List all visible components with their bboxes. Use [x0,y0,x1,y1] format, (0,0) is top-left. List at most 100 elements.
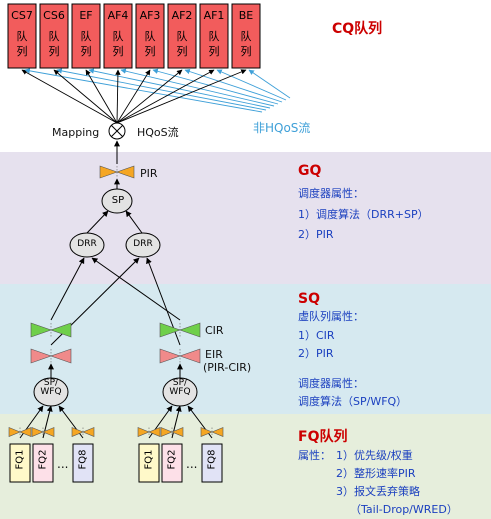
sq-sched-1: 调度算法（SP/WFQ） [298,395,408,408]
sq2-cir-shaper [179,322,201,338]
hqos-flow-label: HQoS流 [137,126,179,139]
mapping-x [111,125,123,137]
cq-queue-label-cs6: CS6 [43,9,65,22]
non-hqos-to-cq-line [56,68,267,111]
mapping-to-cq-line [116,69,215,124]
eir-label: EIR [205,348,223,361]
cq-queue-sub-af2: 队 列 [176,30,188,58]
mapping-to-cq-line [116,69,183,124]
mapping-to-cq-line [85,69,118,124]
drr-node-1 [69,232,105,258]
fq-box-fq2 [32,443,54,483]
fq-shaper [71,427,84,437]
drr-node-1-label: DRR [77,239,97,249]
gq-pir-shaper [99,165,118,179]
sq1-cir-shaper [30,322,52,338]
non-hqos-flow-label: 非HQoS流 [253,121,311,135]
sq2-cir-shaper [159,322,181,338]
cq-queue-label-ef: EF [79,9,93,22]
fq-shaper [200,427,213,437]
sq-vq-1: 1）CIR [298,329,335,342]
non-hqos-to-cq-line [184,68,283,103]
fq-shaper [137,427,150,437]
drr1-to-sp-arrow [86,210,109,234]
fq-label-fq8-1: FQ8 [77,449,89,470]
sq-title: SQ [298,291,320,307]
sq-band [0,284,491,414]
cq-queue-box-af1 [199,3,229,69]
mapping-to-cq-line [116,69,247,124]
drr-node-2 [125,232,161,258]
sq1-to-drr1-arrow [50,257,85,321]
mapping-to-cq-line [115,69,121,124]
cq-queue-label-be: BE [238,9,254,22]
fq-shaper [8,427,21,437]
cq-queue-box-af4 [103,3,133,69]
mapping-to-cq-line [116,69,151,124]
fq-shaper [148,427,161,437]
cq-queue-label-af4: AF4 [107,9,129,22]
sq-node-2-label: SP/ WFQ [169,378,191,398]
eir-sub-label: (PIR-CIR) [203,361,252,374]
sq1-eir-shaper [30,348,52,364]
fq-box-fq1 [138,443,160,483]
cq-queue-sub-af3: 队 列 [144,30,156,58]
cq-queue-sub-af4: 队 列 [112,30,124,58]
cq-queue-box-cs7 [7,3,37,69]
gq-pir-label: PIR [140,167,158,180]
fq-shaper [160,427,173,437]
sp-node-label: SP [111,195,125,206]
mapping-to-cq-line [53,69,118,124]
mapping-to-cq-line [21,69,118,124]
gq-pir-shaper [116,165,135,179]
fq-label-fq8-2: FQ8 [206,449,218,470]
non-hqos-to-cq-line [248,69,291,99]
fq-dots-1: ... [57,457,69,471]
fq-shaper [211,427,224,437]
non-hqos-to-cq-line [152,68,279,105]
fq-attr-4: （Tail-Drop/WRED） [350,503,458,516]
gq-attr-1: 1）调度算法（DRR+SP） [298,208,429,221]
fq-title: FQ队列 [298,429,348,445]
sq-sched-title: 调度器属性： [298,377,364,390]
cir-label: CIR [205,324,224,337]
fq-attr-1: 1）优先级/权重 [336,449,413,462]
cq-queue-box-af3 [135,3,165,69]
cq-title: CQ队列 [332,21,383,37]
cq-queue-sub-ef: 队 列 [80,30,92,58]
sq1-eir-shaper [50,348,72,364]
fq-shaper [42,427,55,437]
drr2-to-sp-arrow [125,210,143,234]
non-hqos-to-cq-line [216,69,287,101]
fq-shaper [82,427,95,437]
sq-node-1-label: SP/ WFQ [40,378,62,398]
sq2-eir-shaper [159,348,181,364]
gq-attr-2: 2）PIR [298,228,334,241]
cq-queue-box-be [231,3,261,69]
fq-attr-3: 3）报文丢弃策略 [336,485,420,498]
fq-attr-2: 2）整形速率PIR [336,467,416,480]
fq-box-fq8 [201,443,223,483]
gq-attr-title: 调度器属性： [298,187,364,200]
gq-title: GQ [298,163,322,179]
fq-label-fq2-1: FQ2 [37,449,49,470]
sq1-cir-shaper [50,322,72,338]
sq2-eir-shaper [179,348,201,364]
fq-dots-2: ... [186,457,198,471]
fq-shaper [31,427,44,437]
drr-node-2-label: DRR [133,239,153,249]
sq-vq-2: 2）PIR [298,347,334,360]
fq-label-fq2-2: FQ2 [166,449,178,470]
non-hqos-to-cq-line [24,68,263,113]
cq-queue-label-af1: AF1 [203,9,225,22]
fq-shaper [171,427,184,437]
fq-shaper [19,427,32,437]
sq2-to-drr1-arrow [91,257,181,321]
fq-box-fq1 [9,443,31,483]
fq-box-fq2 [161,443,183,483]
cq-queue-label-af2: AF2 [171,9,193,22]
sq-vq-title: 虚队列属性： [298,310,364,323]
cq-queue-label-af3: AF3 [139,9,161,22]
